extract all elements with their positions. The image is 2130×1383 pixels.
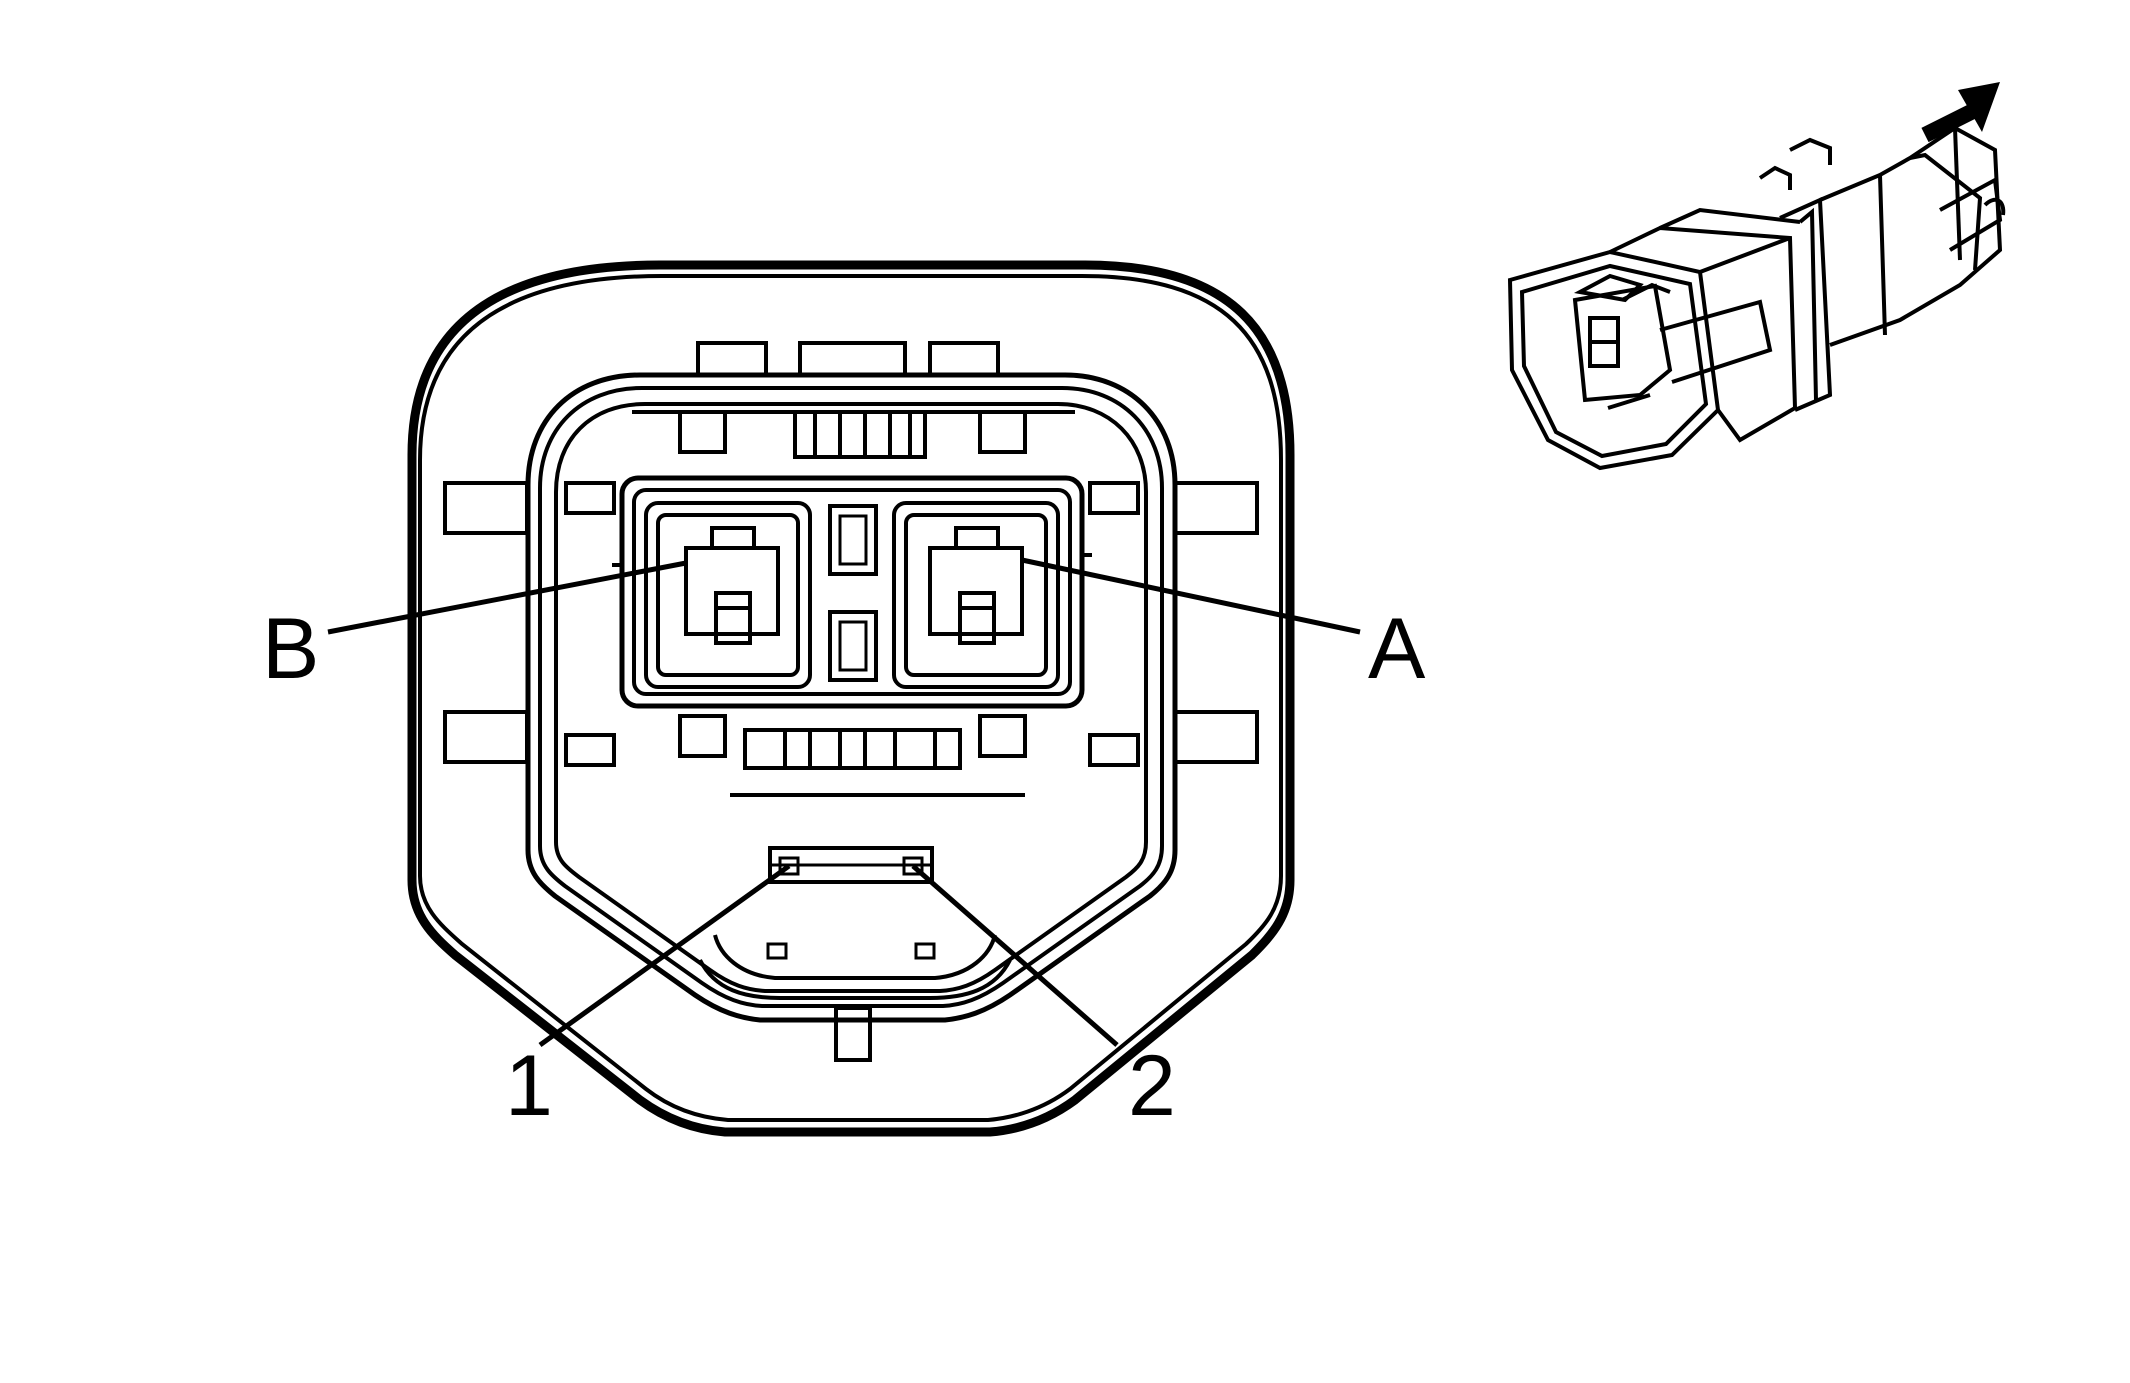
left-tab-upper <box>443 481 529 535</box>
left-tab-lower <box>443 710 529 764</box>
leader-2 <box>911 864 1119 1047</box>
cavity-a-outer <box>892 501 1060 689</box>
bottom-keyway <box>713 934 997 980</box>
cavity-b-inner <box>656 513 800 677</box>
lower-comb <box>743 728 962 770</box>
terminal-b-contact <box>714 591 752 645</box>
arrow-up-right-icon <box>1921 82 2000 143</box>
leader-b <box>327 560 687 635</box>
leader-a <box>1021 557 1361 635</box>
terminal-a-top <box>954 526 1000 550</box>
callout-lock-1: 1 <box>505 1038 553 1134</box>
callout-lock-2: 2 <box>1128 1038 1176 1134</box>
top-latch-left <box>696 341 768 377</box>
upper-comb <box>793 410 927 459</box>
iso-front-face <box>1507 249 1721 471</box>
leader-1 <box>538 863 791 1048</box>
terminal-a-contact <box>958 591 996 645</box>
seal-ring-outer <box>525 372 1178 1023</box>
center-key-lower <box>828 610 878 682</box>
bottom-key <box>834 1006 872 1062</box>
iso-housing-body <box>1609 225 1798 443</box>
terminal-block-outer <box>619 475 1085 709</box>
callout-terminal-a: A <box>1368 601 1426 697</box>
top-latch-right <box>928 341 1000 377</box>
lock-latch-2 <box>902 856 924 876</box>
right-tab-lower <box>1173 710 1259 764</box>
lock-latch-1 <box>778 856 800 876</box>
connector-isometric-view <box>1507 125 2006 471</box>
outer-housing-inner-edge <box>418 274 1283 1122</box>
terminal-block-inner <box>632 488 1072 696</box>
top-latch-center <box>798 341 907 377</box>
seal-ring-inner <box>554 402 1148 993</box>
right-tab-upper <box>1173 481 1259 535</box>
iso-back-shell <box>1819 125 2003 347</box>
seal-ring-mid <box>538 386 1164 1008</box>
connector-face <box>407 260 1295 1137</box>
outer-housing <box>407 260 1295 1137</box>
terminal-b-top <box>710 526 756 550</box>
leader-lines <box>327 557 1361 1048</box>
center-key-upper <box>828 504 878 576</box>
iso-collar <box>1779 196 1833 412</box>
callout-terminal-b: B <box>262 601 319 697</box>
cavity-a-inner <box>904 513 1048 677</box>
cavity-b-outer <box>644 501 812 689</box>
